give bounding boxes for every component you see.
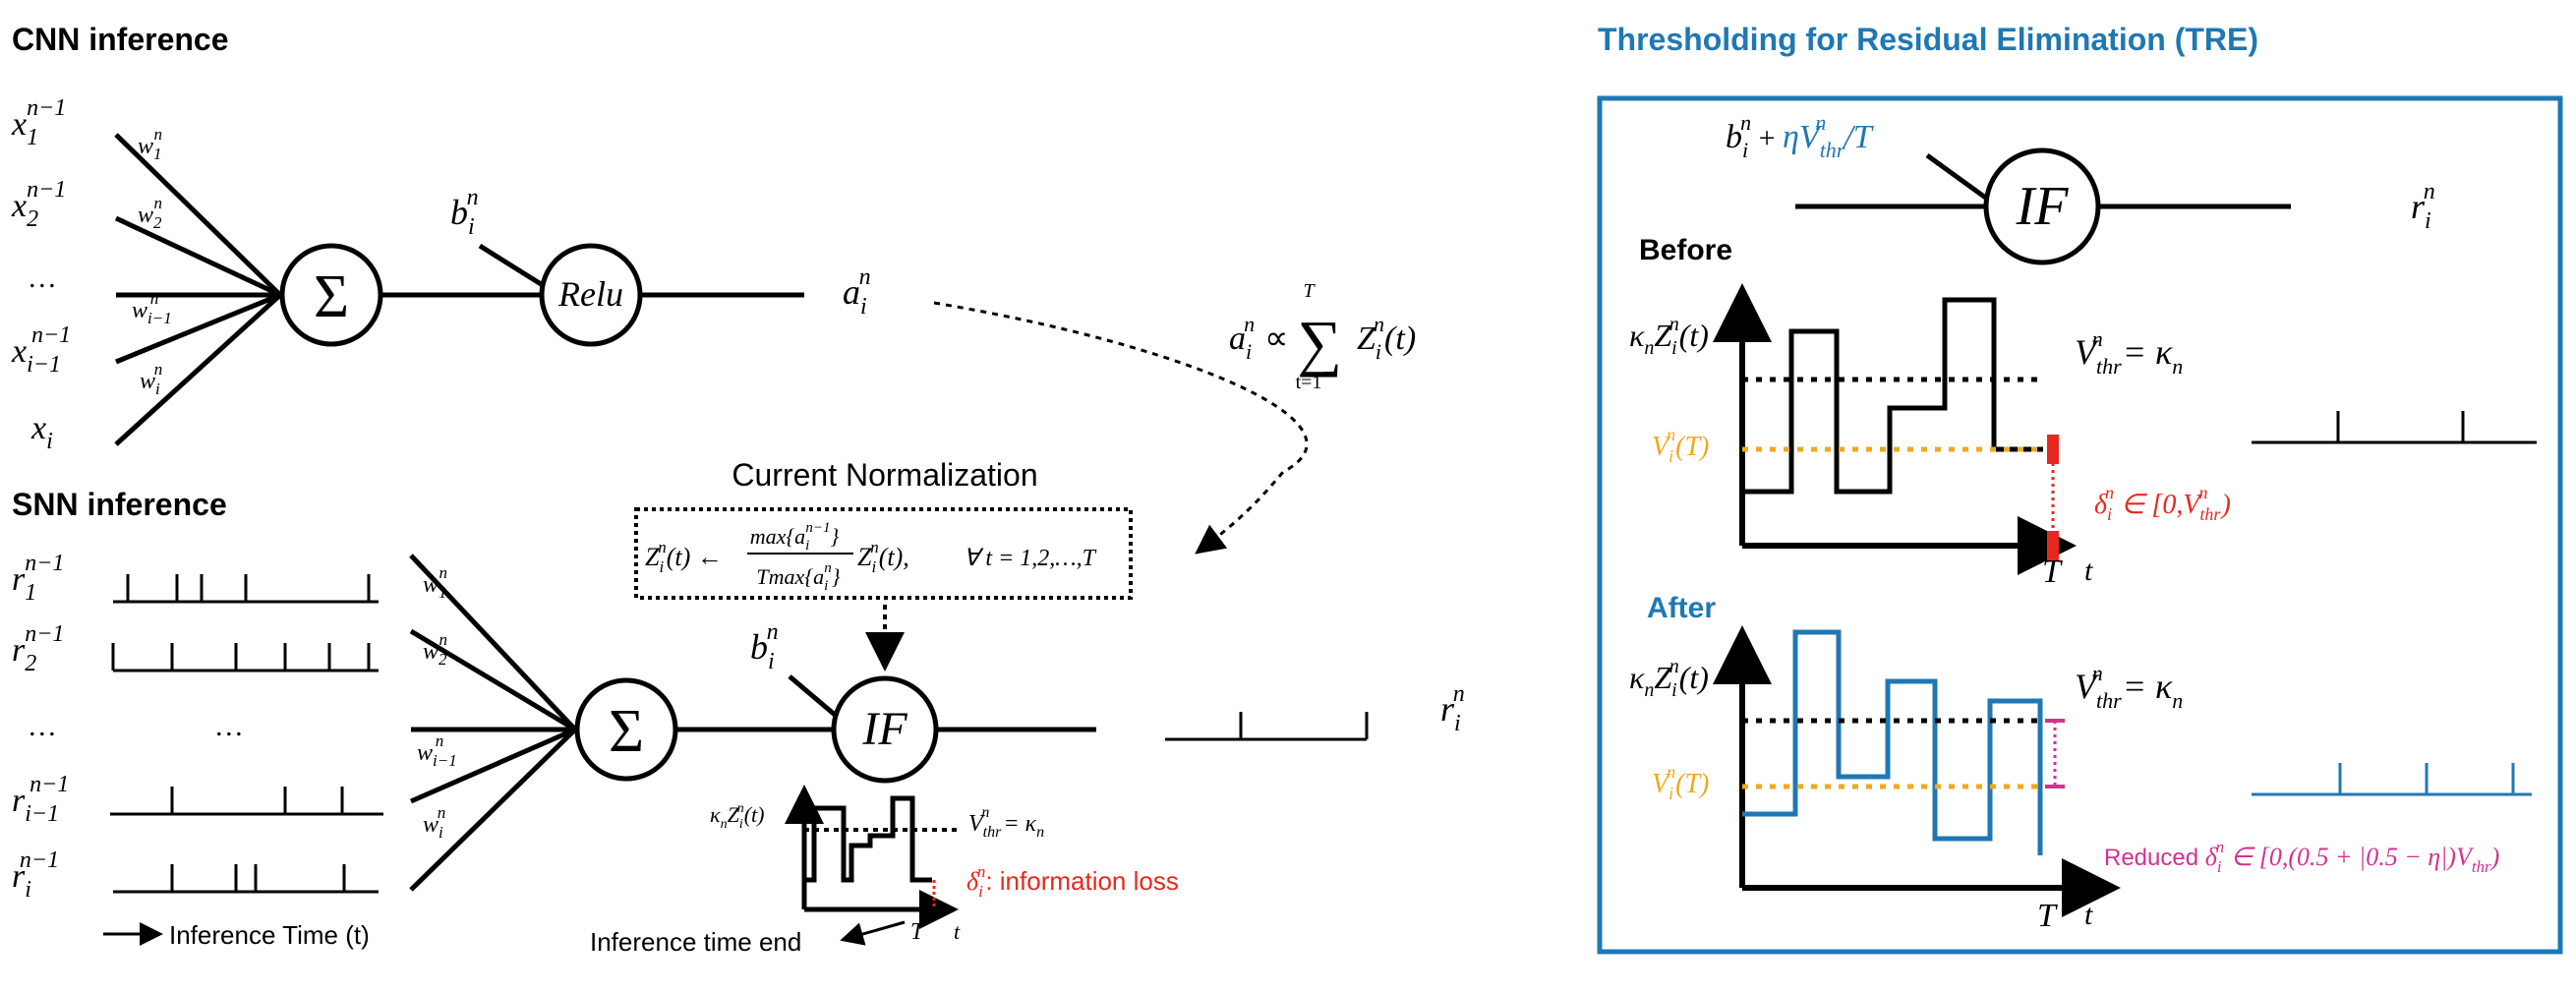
cnn-output-label: ain — [843, 264, 871, 320]
svg-text:w1n: w1n — [138, 125, 162, 163]
svg-text:Vthrn= κn: Vthrn= κn — [2075, 326, 2183, 379]
snn-bias-line — [788, 674, 843, 722]
svg-text:κnZin(t): κnZin(t) — [1629, 314, 1709, 359]
snn-title: SNN inference — [12, 487, 227, 522]
cnn-relu-label: Relu — [557, 274, 623, 314]
svg-text:…: … — [216, 710, 243, 742]
tre-bias-line — [1925, 152, 1993, 204]
snn-sum-symbol: Σ — [609, 698, 644, 765]
svg-text:T: T — [910, 919, 925, 945]
tre-before-spike-train — [2252, 411, 2537, 444]
cnn-weight-labels: w1n w2n wi−1n win — [132, 125, 172, 398]
tre-after-label: After — [1647, 592, 1716, 624]
cnn-input-xim1: xi−1n−1 — [11, 322, 71, 378]
svg-text:bin + ηVthrn/T: bin + ηVthrn/T — [1726, 110, 1874, 162]
relation-formula: ain∝ T ∑ t=1 Zin(t) — [1229, 280, 1416, 393]
svg-text:T: T — [2042, 554, 2063, 590]
cnn-input-labels: x1n−1 x2n−1 … xi−1n−1 xi — [11, 95, 71, 454]
svg-text:Tmax{ain}: Tmax{ain} — [756, 560, 840, 594]
snn-bias-label: bin — [750, 619, 779, 674]
snn-weight-lines — [409, 554, 577, 892]
svg-text:κnZin(t): κnZin(t) — [1629, 656, 1709, 701]
svg-text:rin−1: rin−1 — [12, 847, 59, 903]
svg-text:wi−1n: wi−1n — [132, 289, 172, 327]
time-legend-label: Inference Time (t) — [169, 920, 370, 950]
svg-text:r1n−1: r1n−1 — [12, 551, 64, 606]
snn-input-spike-trains — [110, 574, 383, 894]
snn-input-labels: r1n−1 r2n−1 … … ri−1n−1 rin−1 — [12, 551, 243, 903]
snn-if-label: IF — [861, 703, 907, 755]
normalization-formula: Zin(t) ← max{ain−1} Tmax{ain} Zin(t), ∀ … — [645, 520, 1097, 594]
tre-before-label: Before — [1639, 234, 1732, 266]
svg-text:t: t — [954, 919, 961, 944]
svg-text:max{ain−1}: max{ain−1} — [750, 520, 840, 554]
svg-text:T: T — [2037, 898, 2058, 934]
svg-text:ri−1n−1: ri−1n−1 — [12, 772, 69, 827]
svg-text:δin: information loss: δin: information loss — [966, 862, 1179, 901]
svg-text:win: win — [140, 360, 162, 398]
svg-text:ain∝: ain∝ — [1229, 312, 1288, 364]
tre-title: Thresholding for Residual Elimination (T… — [1598, 22, 2258, 57]
svg-text:Zin(t) ←: Zin(t) ← — [645, 538, 723, 576]
svg-text:δin ∈ [0,Vthrn): δin ∈ [0,Vthrn) — [2094, 483, 2231, 524]
svg-text:Reduced δin ∈ [0,(0.5 + |0.5 −: Reduced δin ∈ [0,(0.5 + |0.5 − η|)Vthr) — [2104, 838, 2499, 876]
normalization-title: Current Normalization — [732, 457, 1037, 493]
cnn-bias-line — [478, 243, 548, 290]
tre-panel — [1597, 95, 2563, 955]
svg-text:Vthrn= κn: Vthrn= κn — [968, 804, 1044, 841]
snn-mini-chart: κnZin(t) Vthrn= κn δin: information loss… — [710, 785, 1179, 946]
cnn-title: CNN inference — [12, 22, 229, 57]
cnn-sum-symbol: Σ — [314, 263, 349, 330]
svg-text:r2n−1: r2n−1 — [12, 621, 64, 676]
svg-text:∑: ∑ — [1297, 308, 1342, 378]
cnn-weight-lines — [114, 133, 282, 446]
cnn-input-xi: xi — [30, 410, 53, 454]
tre-after-spike-train — [2252, 763, 2532, 796]
cnn-input-x1: x1n−1 — [11, 95, 66, 150]
snn-output-spike-train — [1165, 712, 1369, 741]
inference-time-end-label: Inference time end — [590, 927, 801, 957]
tre-bias-expression: bin + ηVthrn/T — [1726, 110, 1874, 162]
svg-text:t=1: t=1 — [1296, 372, 1322, 393]
svg-text:T: T — [1303, 280, 1316, 302]
svg-text:w1n: w1n — [423, 563, 447, 602]
cnn-input-x2: x2n−1 — [11, 177, 66, 232]
svg-text:Vin(T): Vin(T) — [1652, 425, 1709, 466]
tre-before-chart: κnZin(t) Vin(T) Vthrn= κn δin ∈ [0,Vthrn… — [1629, 283, 2231, 590]
cnn-input-dots: … — [29, 262, 56, 294]
svg-text:w2n: w2n — [423, 630, 447, 669]
svg-text:win: win — [423, 803, 445, 842]
normalization-box — [634, 507, 1133, 600]
cnn-to-normalization-arrow — [933, 301, 1309, 555]
snn-weight-labels: w1n w2n wi−1n win — [417, 563, 457, 842]
svg-text:…: … — [29, 710, 56, 742]
tre-output-label: rin — [2411, 179, 2435, 234]
svg-text:∀ t = 1,2,…,T: ∀ t = 1,2,…,T — [964, 546, 1097, 571]
svg-text:t: t — [2084, 899, 2093, 931]
tre-if-label: IF — [2016, 176, 2070, 237]
svg-text:Zin(t): Zin(t) — [1357, 312, 1416, 364]
svg-text:Vin(T): Vin(T) — [1652, 762, 1709, 803]
svg-text:Vthrn= κn: Vthrn= κn — [2075, 661, 2183, 713]
svg-text:t: t — [2084, 555, 2093, 587]
svg-text:w2n: w2n — [138, 194, 162, 232]
snn-output-label: rin — [1440, 681, 1465, 736]
svg-text:wi−1n: wi−1n — [417, 731, 457, 770]
svg-text:Zin(t),: Zin(t), — [857, 538, 909, 576]
cnn-bias-label: bin — [450, 185, 479, 240]
tre-after-chart: κnZin(t) Vin(T) Vthrn= κn Reduced δin ∈ … — [1629, 625, 2499, 934]
svg-text:κnZin(t): κnZin(t) — [710, 801, 764, 832]
